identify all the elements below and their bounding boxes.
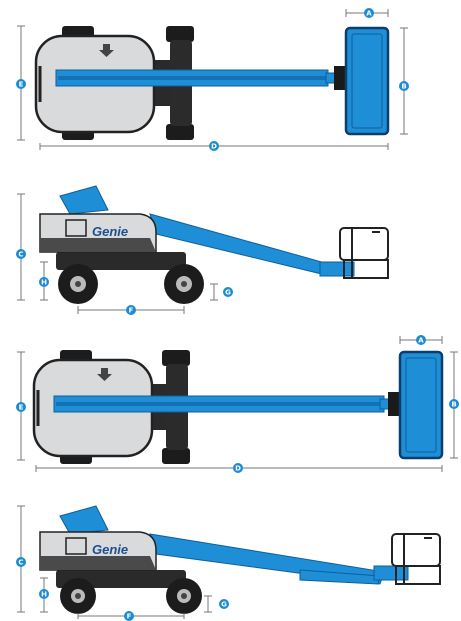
svg-text:A: A bbox=[418, 337, 424, 345]
jib bbox=[319, 261, 355, 277]
side-view-2: Genie C H F G bbox=[16, 505, 441, 621]
svg-text:F: F bbox=[127, 613, 132, 621]
top-view-1: E B D A bbox=[16, 8, 409, 151]
dimension-badge-b: B bbox=[399, 81, 409, 91]
dimension-badge-a: A bbox=[364, 8, 374, 18]
jib bbox=[373, 565, 409, 581]
platform bbox=[398, 350, 444, 460]
dimension-badge-f: F bbox=[126, 305, 136, 315]
dimension-badge-d: D bbox=[233, 463, 243, 473]
brand-logo: Genie bbox=[92, 542, 128, 557]
dimension-badge-g: G bbox=[219, 599, 229, 609]
svg-text:E: E bbox=[19, 81, 24, 89]
svg-text:A: A bbox=[366, 10, 372, 18]
side-view-1: Genie C H F G bbox=[16, 185, 389, 315]
dimension-badge-e: E bbox=[16, 402, 26, 412]
platform bbox=[391, 533, 441, 585]
wheel bbox=[60, 578, 96, 614]
platform bbox=[339, 227, 389, 279]
dimension-badge-c: C bbox=[16, 249, 26, 259]
platform bbox=[344, 26, 390, 136]
arrow-icon bbox=[97, 368, 112, 381]
svg-text:D: D bbox=[211, 143, 217, 151]
wheel bbox=[58, 264, 98, 304]
dimension-badge-e: E bbox=[16, 79, 26, 89]
dimension-badge-c: C bbox=[16, 557, 26, 567]
tire bbox=[162, 350, 190, 366]
svg-text:H: H bbox=[41, 591, 47, 599]
tire bbox=[166, 124, 194, 140]
tire bbox=[162, 448, 190, 464]
brand-logo: Genie bbox=[92, 224, 128, 239]
svg-text:B: B bbox=[451, 401, 456, 409]
dimension-badge-h: H bbox=[39, 589, 49, 599]
dimension-badge-h: H bbox=[39, 277, 49, 287]
top-view-2: E B D A bbox=[16, 335, 459, 473]
tire bbox=[166, 26, 194, 42]
svg-text:G: G bbox=[225, 289, 231, 297]
svg-text:C: C bbox=[18, 559, 23, 567]
svg-text:D: D bbox=[235, 465, 241, 473]
dimension-badge-f: F bbox=[124, 611, 134, 621]
svg-text:G: G bbox=[221, 601, 227, 609]
wheel bbox=[166, 578, 202, 614]
svg-text:F: F bbox=[129, 307, 134, 315]
svg-text:B: B bbox=[401, 83, 406, 91]
arrow-icon bbox=[99, 44, 114, 57]
svg-text:C: C bbox=[18, 251, 23, 259]
svg-text:E: E bbox=[19, 404, 24, 412]
dimension-badge-a: A bbox=[416, 335, 426, 345]
dimension-badge-g: G bbox=[223, 287, 233, 297]
dimension-badge-b: B bbox=[449, 399, 459, 409]
wheel bbox=[164, 264, 204, 304]
dimension-badge-d: D bbox=[209, 141, 219, 151]
svg-text:H: H bbox=[41, 279, 47, 287]
